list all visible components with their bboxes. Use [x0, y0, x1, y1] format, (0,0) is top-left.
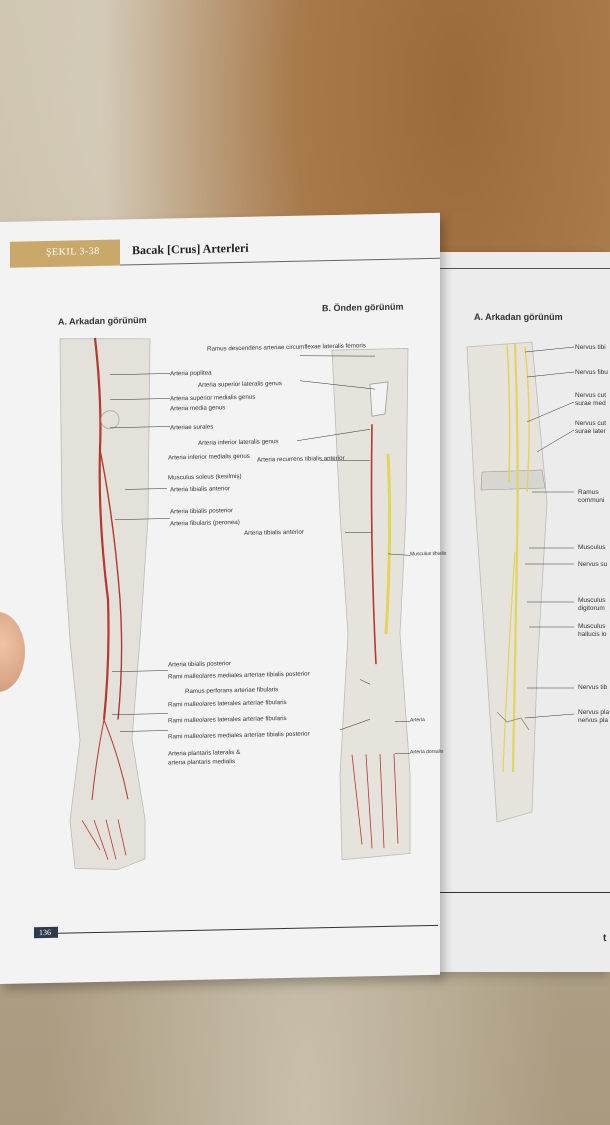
r-label: Ramus	[578, 489, 599, 496]
r-label: Musculus	[578, 623, 606, 630]
label: arteria plantaris medialis	[168, 758, 236, 767]
right-page: A. Arkadan görünüm Nervus tibi Nervus fi…	[437, 252, 610, 972]
leg-arteries-illustration	[59, 337, 411, 870]
label: Arteria tibialis anterior	[244, 528, 304, 537]
label: Arteria poplitea	[170, 369, 212, 378]
left-page: ŞEKIL 3-38 Bacak [Crus] Arterleri A. Ark…	[0, 212, 446, 984]
r-label: communi	[578, 497, 605, 504]
right-footer-line	[437, 892, 610, 893]
r-label: hallucis lo	[578, 631, 607, 638]
label: Arteria media genus	[170, 404, 226, 413]
page-number-badge: 136	[34, 926, 58, 939]
r-footer-glyph: t	[603, 933, 607, 944]
label: Arteriae surales	[170, 423, 214, 432]
r-label: surae later	[575, 428, 606, 435]
r-label: Nervus tibi	[575, 344, 606, 351]
r-label: digitorum	[578, 605, 605, 612]
label: Arteria dorsalis	[410, 748, 444, 756]
right-view-a-title: A. Arkadan görünüm	[474, 312, 563, 322]
r-label: Nervus fibu	[575, 369, 608, 376]
r-label: Nervus cut	[575, 420, 607, 427]
r-label: surae med	[575, 400, 606, 407]
right-header-line	[437, 268, 610, 269]
label: Arteria tibialis posterior	[168, 660, 231, 669]
label: Arteria fibularis (peronea)	[170, 518, 240, 528]
label: Arteria	[410, 717, 425, 724]
r-label: Nervus pla	[578, 709, 610, 716]
label: Musculus tibialis	[410, 550, 447, 558]
r-label: nervus pla	[578, 717, 608, 724]
r-label: Nervus tib	[578, 684, 608, 691]
label: Arteria tibialis anterior	[170, 485, 230, 494]
r-label: Musculus	[578, 597, 606, 604]
r-label: Nervus su	[578, 561, 608, 568]
right-leg-illustration	[466, 341, 575, 823]
r-label: Musculus	[578, 544, 606, 551]
r-label: Nervus cut	[575, 392, 607, 399]
page-number: 136	[39, 927, 51, 938]
label: Arteria tibialis posterior	[170, 507, 233, 516]
